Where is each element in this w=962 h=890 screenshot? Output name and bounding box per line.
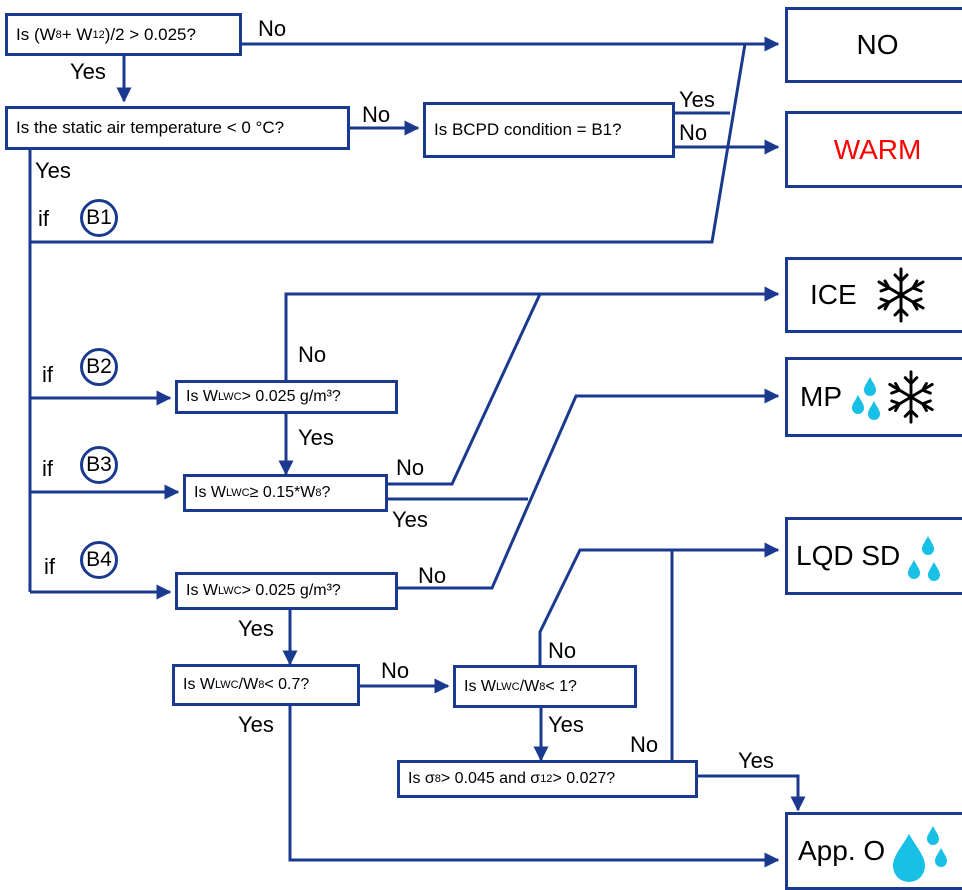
label-no-q4: No [298, 342, 327, 367]
edge-q5-no [388, 293, 542, 486]
condition-b4: B4 [80, 541, 118, 579]
label-yes-q8: Yes [548, 712, 584, 737]
subscript: 12 [92, 28, 105, 41]
text: /W [519, 677, 540, 695]
subscript: LWC [226, 487, 250, 499]
subscript: LWC [215, 679, 239, 691]
outcome-mp: MP [785, 357, 962, 437]
text: ? [321, 484, 331, 501]
edge-q7-yes [288, 706, 780, 868]
label-yes-q4: Yes [298, 425, 334, 450]
text: /W [238, 676, 259, 693]
outcome-ice: ICE [785, 257, 962, 333]
text: Is σ [408, 770, 435, 787]
subscript: LWC [218, 391, 242, 403]
text: )/2 > 0.025? [104, 24, 196, 44]
decision-bcpd-condition: Is BCPD condition = B1? [423, 102, 675, 158]
droplet-icon [852, 377, 880, 420]
if-label-b1: if [38, 206, 49, 231]
subscript: 8 [258, 679, 265, 691]
edge-q6-no [398, 388, 780, 590]
condition-b2: B2 [80, 348, 118, 386]
subscript: 8 [434, 773, 441, 785]
label-no-q6: No [418, 563, 447, 588]
text: Is W [183, 676, 215, 693]
if-label-b4: if [44, 554, 55, 579]
text: Is BCPD condition = B1? [434, 120, 622, 139]
label-yes-q9: Yes [738, 748, 774, 773]
outcome-label: WARM [833, 133, 922, 165]
decision-static-air-temp: Is the static air temperature < 0 °C? [5, 106, 350, 150]
text: > 0.025 g/m³? [241, 388, 341, 405]
condition-label: B1 [86, 206, 112, 229]
droplet-icon [908, 536, 941, 581]
label-yes-q7: Yes [238, 712, 274, 737]
outcome-label: LQD SD [796, 540, 901, 571]
subscript: 12 [540, 773, 553, 785]
text: Is W [464, 677, 496, 695]
outcome-lqd-sd: LQD SD [785, 517, 962, 595]
label-no-q7: No [381, 658, 410, 683]
label-yes-q6: Yes [238, 616, 274, 641]
edge-q9-yes [698, 774, 806, 812]
text: < 0.7? [264, 676, 310, 693]
outcome-label: MP [800, 381, 842, 412]
label-yes-q1: Yes [70, 59, 106, 84]
label-no-q3: No [679, 120, 708, 145]
label-no-q5: No [396, 455, 425, 480]
text: + W [61, 24, 93, 44]
label-no-q1: No [258, 16, 287, 41]
subscript: 8 [315, 487, 322, 499]
text: > 0.025 g/m³? [241, 582, 341, 599]
condition-label: B3 [86, 453, 112, 476]
text: Is (W [16, 24, 56, 44]
outcome-label: App. O [798, 835, 886, 866]
outcome-label: NO [856, 29, 899, 60]
label-yes-q2: Yes [35, 158, 71, 183]
edge-q8-no [538, 542, 780, 665]
snowflake-icon [888, 370, 934, 424]
outcome-no: NO [785, 7, 962, 83]
text: > 0.027? [552, 770, 616, 787]
condition-label: B4 [86, 548, 112, 571]
subscript: 8 [539, 680, 546, 693]
subscript: LWC [496, 680, 520, 693]
label-no-q2: No [362, 102, 391, 127]
text: > 0.045 and σ [440, 770, 541, 787]
text: Is W [194, 484, 226, 501]
subscript: 8 [55, 28, 62, 41]
text: < 1? [545, 677, 577, 695]
text: Is W [186, 388, 218, 405]
outcome-warm: WARM [785, 111, 962, 188]
condition-b3: B3 [80, 446, 118, 484]
subscript: LWC [218, 585, 242, 597]
if-label-b2: if [42, 362, 53, 387]
condition-label: B2 [86, 355, 112, 378]
edge-q4-no [284, 286, 780, 380]
edge-b1-diagonal [30, 43, 747, 244]
outcome-app-o: App. O [785, 812, 962, 890]
condition-b1: B1 [80, 199, 118, 237]
droplet-icon [893, 826, 948, 882]
snowflake-icon [877, 267, 925, 323]
text: ≥ 0.15*W [249, 484, 316, 501]
text: Is the static air temperature < 0 °C? [16, 118, 285, 137]
outcome-label: ICE [810, 279, 857, 310]
label-no-q8: No [548, 638, 577, 663]
if-label-b3: if [42, 456, 53, 481]
label-yes-q5: Yes [392, 507, 428, 532]
text: Is W [186, 582, 218, 599]
label-no-q9: No [630, 732, 659, 757]
label-yes-q3: Yes [679, 87, 715, 112]
